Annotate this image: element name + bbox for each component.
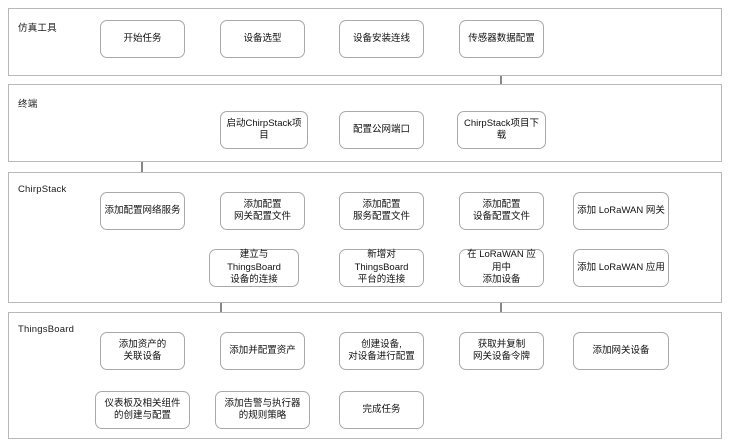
flow-node-n10[interactable]: 添加配置服务配置文件 — [339, 192, 424, 230]
flow-node-n4[interactable]: 传感器数据配置 — [459, 20, 544, 58]
flow-node-label: ChirpStack项目下载 — [464, 117, 539, 142]
flow-node-n9[interactable]: 添加配置网关配置文件 — [220, 192, 305, 230]
flow-node-n11[interactable]: 添加配置设备配置文件 — [459, 192, 544, 230]
flow-node-label: 添加网关设备 — [592, 344, 650, 356]
flow-node-label: 创建设备,对设备进行配置 — [348, 338, 415, 363]
flow-node-label: 添加告警与执行器的规则策略 — [224, 397, 301, 422]
flow-node-label: 设备选型 — [243, 32, 282, 44]
flow-node-n8[interactable]: 添加配置网络服务 — [100, 192, 185, 230]
flow-node-n7[interactable]: ChirpStack项目下载 — [457, 111, 546, 149]
swimlane-label-chirpstack: ChirpStack — [18, 184, 67, 195]
flow-node-n17[interactable]: 添加网关设备 — [573, 332, 669, 370]
flow-node-label: 传感器数据配置 — [468, 32, 535, 44]
flow-node-n18[interactable]: 获取并复制网关设备令牌 — [459, 332, 544, 370]
flow-node-label: 添加配置网关配置文件 — [233, 198, 291, 223]
flow-node-n21[interactable]: 添加资产的关联设备 — [100, 332, 185, 370]
flow-node-label: 设备安装连线 — [352, 32, 410, 44]
flow-node-n13[interactable]: 添加 LoRaWAN 应用 — [573, 249, 669, 287]
flow-node-label: 添加资产的关联设备 — [118, 338, 167, 363]
flow-node-label: 启动ChirpStack项目 — [226, 117, 302, 142]
flow-node-label: 添加配置服务配置文件 — [352, 198, 410, 223]
flow-node-n3[interactable]: 设备安装连线 — [339, 20, 424, 58]
flow-node-label: 配置公网端口 — [352, 123, 410, 135]
flow-node-n19[interactable]: 创建设备,对设备进行配置 — [339, 332, 424, 370]
flow-node-label: 开始任务 — [123, 32, 162, 44]
flow-node-label: 在 LoRaWAN 应用中添加设备 — [467, 249, 536, 286]
flow-node-n22[interactable]: 仪表板及相关组件的创建与配置 — [95, 391, 190, 429]
flow-node-label: 添加 LoRaWAN 应用 — [577, 261, 665, 273]
swimlane-label-simulation: 仿真工具 — [18, 23, 57, 34]
flow-node-n24[interactable]: 完成任务 — [339, 391, 424, 429]
flow-node-label: 添加配置设备配置文件 — [472, 198, 530, 223]
flow-node-label: 完成任务 — [362, 403, 401, 415]
flow-node-n1[interactable]: 开始任务 — [100, 20, 185, 58]
flow-node-label: 添加并配置资产 — [229, 344, 296, 356]
flow-node-n5[interactable]: 启动ChirpStack项目 — [220, 111, 308, 149]
flow-node-n6[interactable]: 配置公网端口 — [339, 111, 424, 149]
flow-node-label: 添加 LoRaWAN 网关 — [577, 204, 665, 216]
flow-node-n14[interactable]: 在 LoRaWAN 应用中添加设备 — [459, 249, 544, 287]
flow-node-label: 添加配置网络服务 — [104, 204, 181, 216]
flow-node-n23[interactable]: 添加告警与执行器的规则策略 — [215, 391, 310, 429]
flow-node-n12[interactable]: 添加 LoRaWAN 网关 — [573, 192, 669, 230]
flow-node-label: 仪表板及相关组件的创建与配置 — [104, 397, 181, 422]
swimlane-label-terminal: 终端 — [18, 99, 38, 110]
flow-node-n2[interactable]: 设备选型 — [220, 20, 305, 58]
flow-node-n20[interactable]: 添加并配置资产 — [220, 332, 305, 370]
flow-node-label: 获取并复制网关设备令牌 — [472, 338, 530, 363]
swimlane-label-thingsboard: ThingsBoard — [18, 324, 75, 335]
